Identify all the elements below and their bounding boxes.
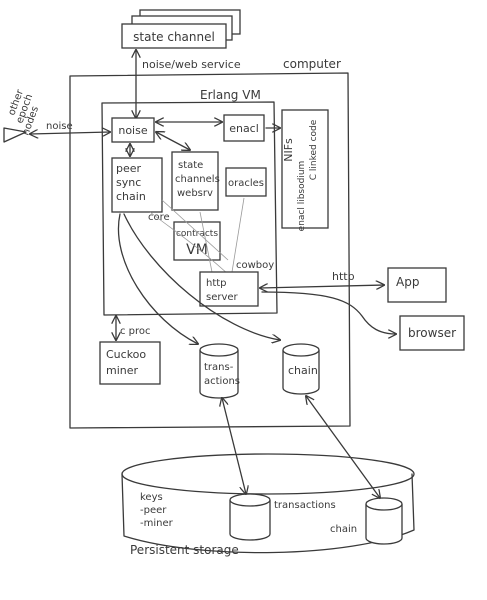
http-app-arrow	[260, 285, 384, 288]
core-transactions-arrow	[117, 213, 198, 344]
transactions-mem-label-1: trans-	[204, 362, 234, 373]
peer-label: peer	[116, 162, 142, 175]
miner-label: miner	[106, 364, 139, 377]
http-browser-arrow	[261, 291, 396, 334]
epoch-nodes-triangle	[3, 127, 27, 143]
chain-mem-label: chain	[288, 364, 318, 377]
sync-label: sync	[116, 176, 141, 189]
computer-label: computer	[283, 57, 341, 71]
browser-label: browser	[408, 326, 456, 340]
vm-label: VM	[186, 242, 208, 258]
contracts-vm-box	[173, 221, 221, 261]
enacl-libsodium-label: enacl libsodium	[297, 161, 307, 232]
noise-box	[111, 117, 155, 143]
server-label: server	[206, 292, 239, 303]
persistent-storage: Persistent storage keys -peer -miner	[121, 453, 415, 557]
core-link-4	[149, 211, 229, 275]
sc-state-label: state	[178, 160, 203, 171]
state-channels-websrv-box	[171, 151, 219, 211]
cproc-label: c proc	[120, 326, 151, 337]
persistent-storage-label: Persistent storage	[130, 543, 239, 557]
oracles-box	[225, 167, 267, 197]
transactions-mem-label-2: actions	[204, 376, 240, 387]
chain-memory-db: chain	[282, 343, 320, 395]
state-channel-label: state channel	[133, 30, 215, 44]
nifs-label: NIFs	[282, 138, 295, 162]
nodes-noise-arrow	[30, 132, 110, 134]
chain-persist-arrow	[306, 396, 380, 498]
sc-websrv-label: websrv	[177, 188, 213, 199]
app-box	[387, 267, 447, 303]
noise-web-service-label: noise/web service	[142, 58, 241, 71]
storage-top	[121, 453, 415, 495]
noise-label: noise	[118, 124, 147, 137]
nifs-box	[281, 109, 329, 229]
core-link-1	[161, 199, 229, 261]
transactions-persist-arrow	[222, 398, 246, 494]
http-label: http	[206, 278, 227, 289]
keys-label: keys	[140, 492, 163, 503]
app-label: App	[396, 275, 419, 289]
erlang-vm-box	[101, 101, 278, 316]
core-link-3	[199, 211, 213, 273]
cuckoo-label: Cuckoo	[106, 348, 146, 361]
noise-edge-label: noise	[46, 121, 73, 132]
transactions-memory-db: trans- actions	[199, 343, 240, 399]
enacl-box	[223, 114, 265, 142]
transactions-disk-label: transactions	[274, 500, 336, 511]
http-server-box	[199, 271, 259, 307]
chain-label: chain	[116, 190, 146, 203]
noise-statechannels-arrow	[156, 132, 190, 150]
state-channel-stack: state channel	[121, 9, 241, 49]
http-edge-label: http	[332, 270, 355, 283]
chain-disk-db: chain	[330, 497, 403, 545]
core-link-2	[231, 197, 245, 273]
core-chain-arrow	[123, 213, 280, 340]
keys-miner-label: -miner	[140, 518, 174, 529]
cowboy-label: cowboy	[236, 260, 274, 271]
transactions-disk-db: transactions	[229, 493, 336, 541]
core-label: core	[148, 212, 170, 223]
cuckoo-miner-box	[99, 341, 161, 385]
browser-box	[399, 315, 465, 351]
enacl-label: enacl	[229, 122, 259, 135]
sc-channels-label: channels	[175, 174, 220, 185]
erlang-vm-label: Erlang VM	[200, 88, 261, 102]
keys-peer-label: -peer	[140, 505, 167, 516]
peer-sync-chain-box	[111, 157, 163, 213]
chain-disk-label: chain	[330, 524, 357, 535]
c-linked-code-label: C linked code	[309, 119, 319, 180]
oracles-label: oracles	[228, 178, 264, 189]
contracts-label: contracts	[176, 229, 218, 239]
